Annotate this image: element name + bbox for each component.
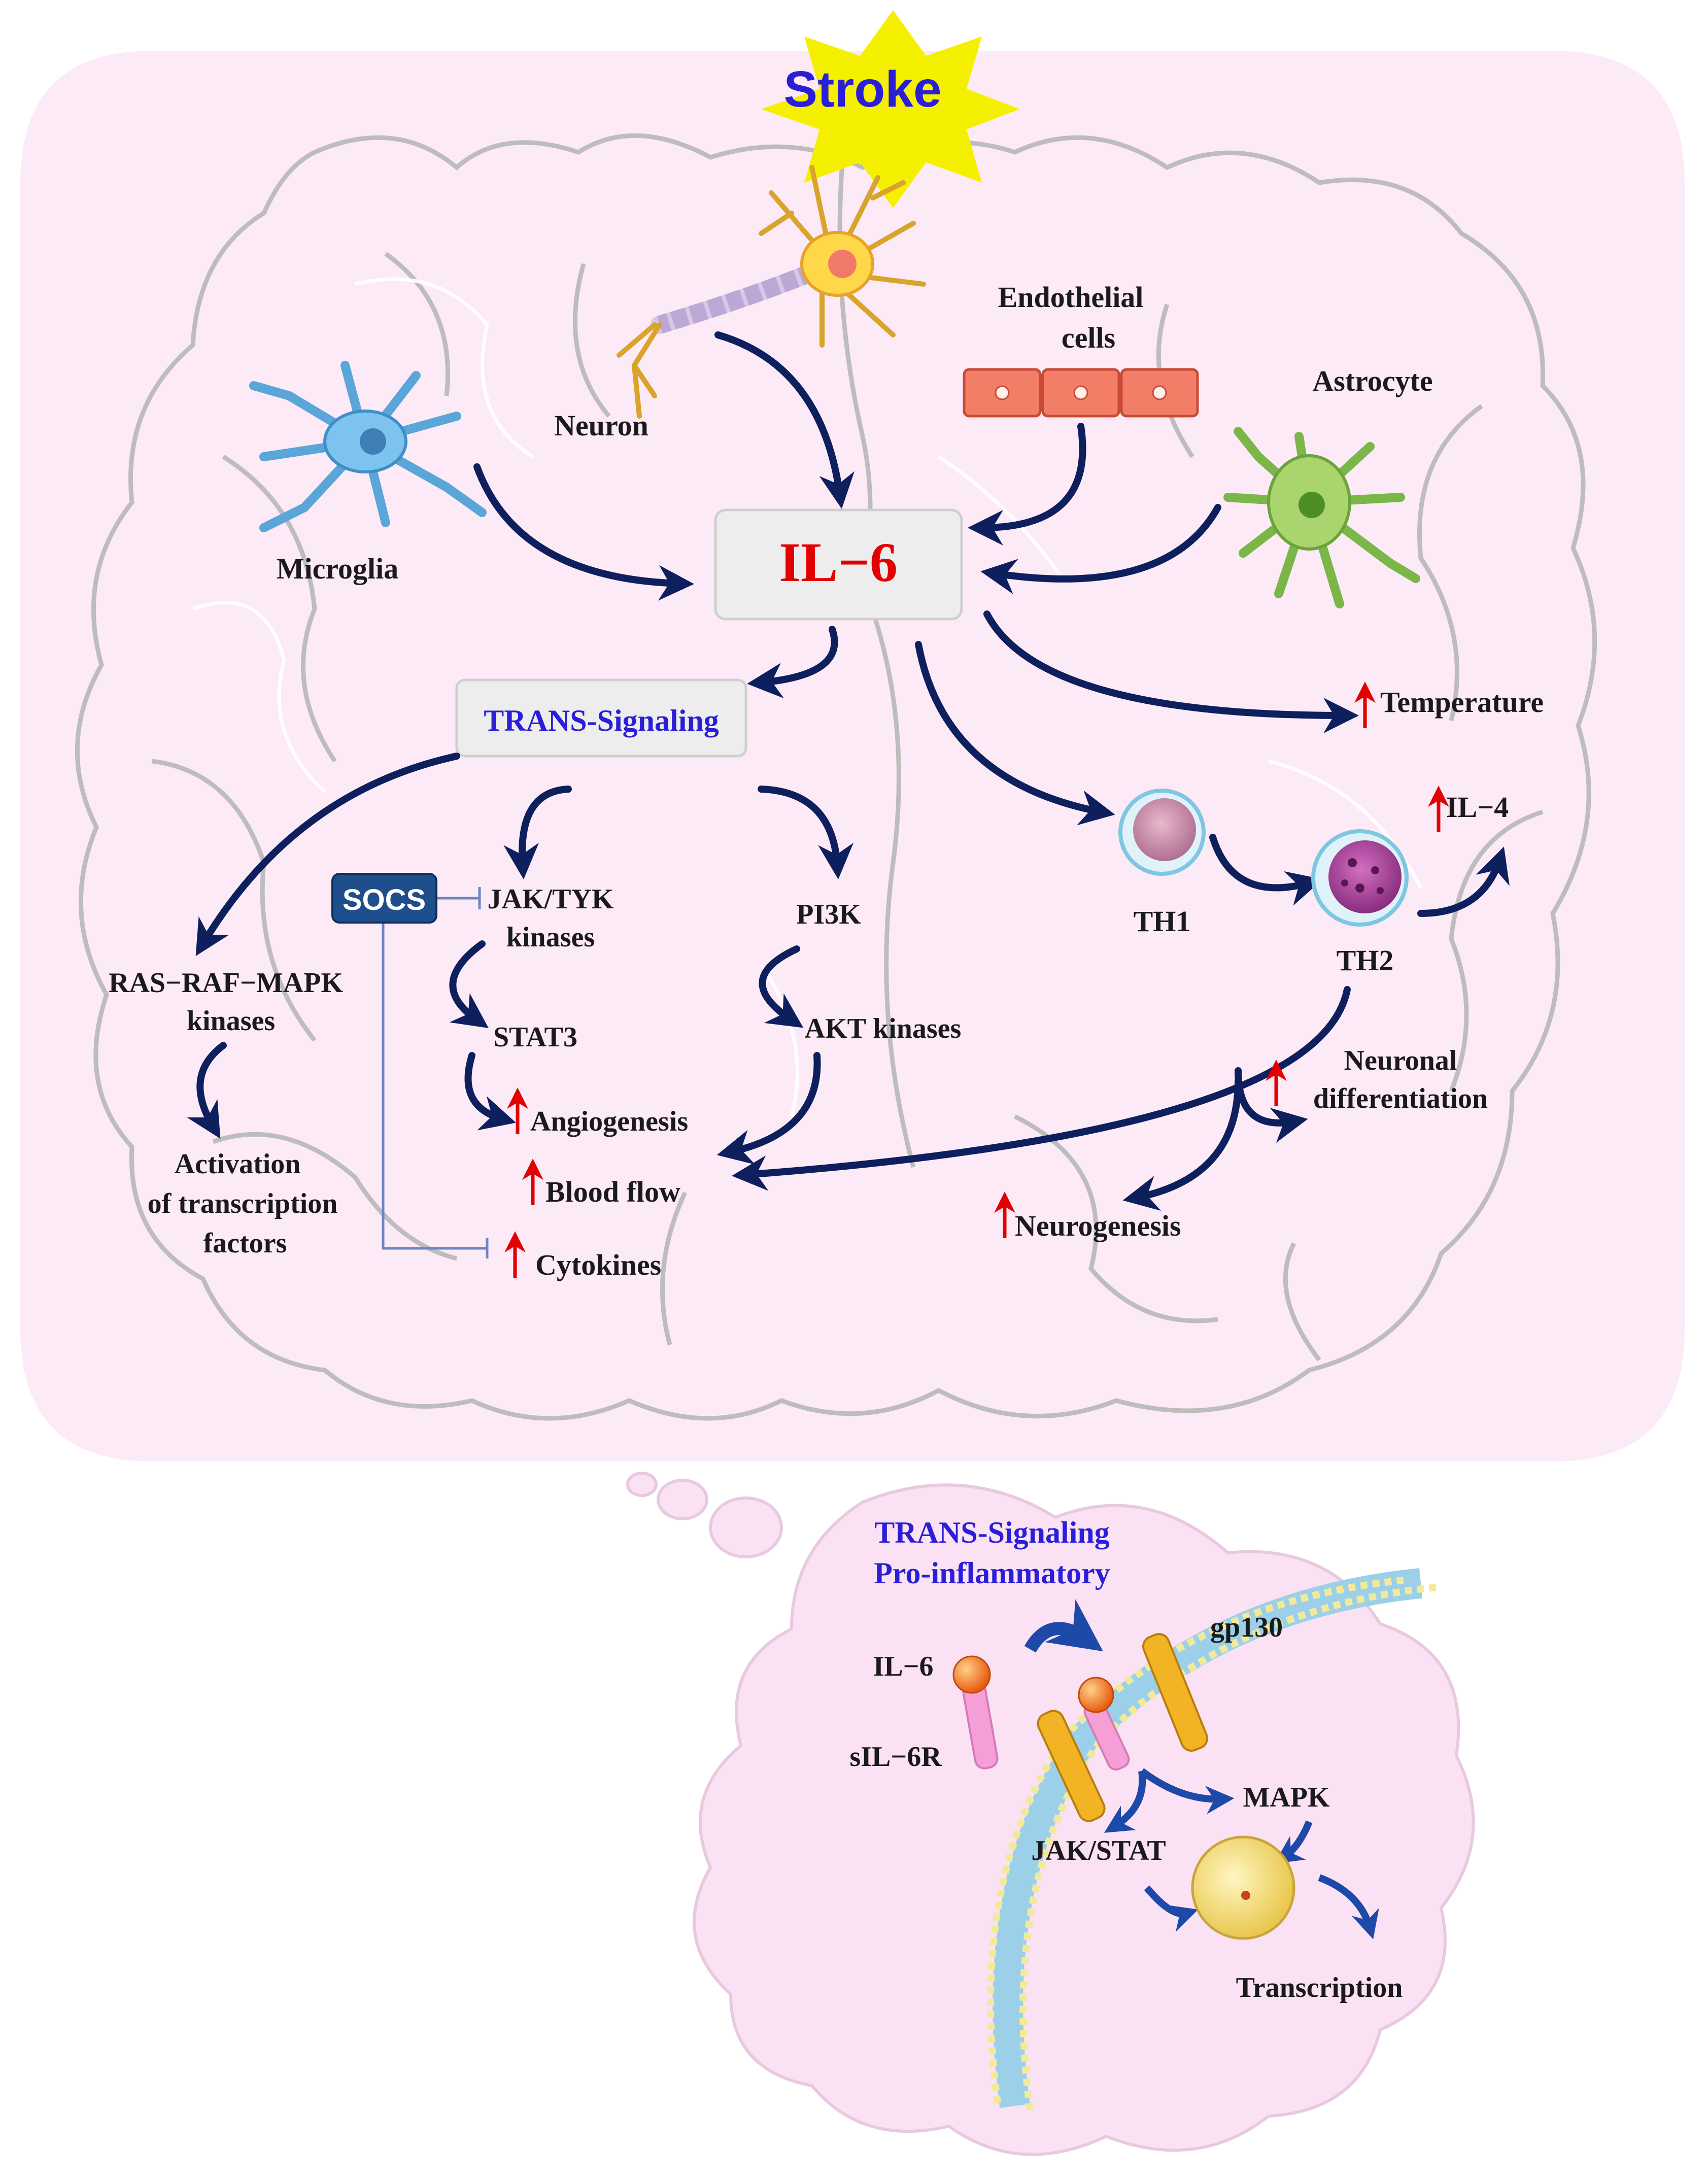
arrow-branch-neurogenesis xyxy=(1122,1077,1242,1211)
temperature-label: Temperature xyxy=(1380,686,1544,719)
soluble-il6-receptor-icon xyxy=(952,1655,999,1769)
endothelial-cells-icon xyxy=(963,368,1199,418)
bottom-il6-label: IL−6 xyxy=(873,1651,933,1682)
stroke-label: Stroke xyxy=(783,61,941,118)
activation-label-line2: of transcription xyxy=(148,1188,338,1219)
arrow-trans-pi3k xyxy=(758,786,854,879)
endothelial-label-line1: Endothelial xyxy=(998,281,1144,314)
mapk-label: MAPK xyxy=(1243,1782,1330,1813)
arrow-il6-th1 xyxy=(915,641,1115,826)
astrocyte-label: Astrocyte xyxy=(1312,364,1432,397)
signaling-arrows xyxy=(1104,1768,1379,1939)
microglia-label: Microglia xyxy=(277,552,399,585)
cytokines-label: Cytokines xyxy=(535,1248,661,1281)
brain-panel-background xyxy=(20,51,1685,1461)
arrow-th1-th2 xyxy=(1209,834,1323,906)
arrow-neuron-il6 xyxy=(714,331,855,509)
jak-label-line1: JAK/TYK xyxy=(488,883,614,915)
angiogenesis-label: Angiogenesis xyxy=(530,1106,688,1137)
arrow-il6-temperature xyxy=(983,610,1359,733)
arrow-pi3k-akt xyxy=(759,945,804,1028)
activation-label-line1: Activation xyxy=(175,1148,301,1180)
astrocyte-icon xyxy=(1223,427,1420,608)
thought-bubbles xyxy=(626,1472,783,1558)
th2-label: TH2 xyxy=(1337,944,1394,977)
bottom-title-line1: TRANS-Signaling xyxy=(874,1516,1109,1549)
arrow-th2-il4 xyxy=(1417,846,1510,917)
arrow-endothelial-il6 xyxy=(968,423,1086,546)
th2-cell-icon xyxy=(1311,829,1409,927)
arrow-trans-jak xyxy=(503,786,572,879)
arrow-th2-bloodflow xyxy=(732,986,1351,1191)
th1-cell-icon xyxy=(1118,789,1206,876)
activation-label-line3: factors xyxy=(203,1228,287,1259)
socs-label: SOCS xyxy=(343,883,426,916)
akt-label: AKT kinases xyxy=(805,1013,962,1044)
endothelial-label-line2: cells xyxy=(1062,321,1115,354)
neuron-label: Neuron xyxy=(554,409,648,442)
arrow-stat3-angio xyxy=(464,1052,516,1131)
ras-label-line2: kinases xyxy=(187,1005,275,1037)
cell-membrane xyxy=(987,1568,1437,2111)
trans-signaling-box xyxy=(455,678,747,758)
jakstat-label: JAK/STAT xyxy=(1031,1835,1166,1866)
neurogenesis-label: Neurogenesis xyxy=(1015,1209,1181,1242)
binding-arrow xyxy=(1024,1599,1103,1653)
il4-label: IL−4 xyxy=(1446,791,1509,824)
arrow-microglia-il6 xyxy=(473,463,694,601)
microglia-icon xyxy=(249,361,487,532)
arrow-jak-stat3 xyxy=(449,940,489,1029)
socs-inhibition-lines xyxy=(382,887,489,1258)
neuronal-label-line1: Neuronal xyxy=(1344,1045,1457,1076)
arrow-astrocyte-il6 xyxy=(980,504,1221,594)
arrow-trans-ras xyxy=(195,753,460,957)
arrow-akt-bloodflow xyxy=(716,1052,821,1165)
jak-label-line2: kinases xyxy=(506,922,595,953)
il6-label: IL−6 xyxy=(779,531,898,593)
ras-label-line1: RAS−RAF−MAPK xyxy=(109,967,343,999)
gp130-label: gp130 xyxy=(1210,1612,1283,1643)
sil6r-label: sIL−6R xyxy=(849,1741,942,1773)
th1-label: TH1 xyxy=(1134,905,1191,938)
pi3k-label: PI3K xyxy=(796,899,861,930)
arrows-top xyxy=(187,331,1510,1211)
up-arrows xyxy=(504,682,1449,1278)
neuronal-label-line2: differentiation xyxy=(1313,1083,1488,1114)
blood-flow-label: Blood flow xyxy=(545,1175,680,1208)
transcription-label: Transcription xyxy=(1236,1972,1403,2003)
arrow-il6-trans xyxy=(747,626,838,699)
stroke-burst-icon xyxy=(761,10,1020,208)
il6-box xyxy=(714,508,963,621)
brain-outline xyxy=(75,133,1597,1421)
arrow-ras-activation xyxy=(187,1042,227,1139)
bottom-title-line2: Pro-inflammatory xyxy=(874,1556,1110,1590)
socs-box xyxy=(331,873,437,924)
brain-inner-highlight xyxy=(192,277,1423,1117)
nucleus-icon xyxy=(1191,1835,1295,1940)
gp130-receptor-icon xyxy=(1037,1633,1209,1822)
stat3-label: STAT3 xyxy=(493,1022,577,1053)
trans-signaling-label: TRANS-Signaling xyxy=(484,704,719,737)
neuron-icon xyxy=(617,165,926,419)
